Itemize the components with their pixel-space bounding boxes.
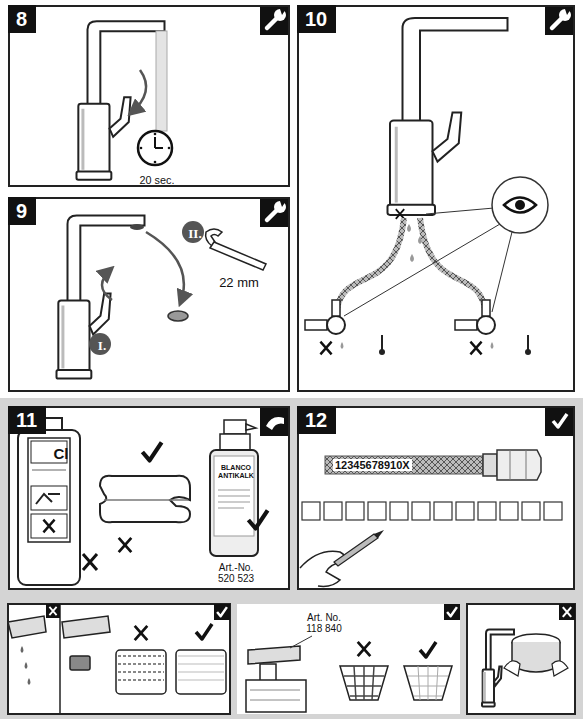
duration-label: 20 sec. (140, 175, 175, 187)
sequence-number: II. (188, 227, 201, 241)
step-panel: Art. No. 118 840 (237, 604, 460, 714)
chemical-symbol: Cl (54, 446, 69, 463)
dimension-label: 22 mm (219, 276, 259, 290)
step-panel: 9II. 22 mm I. (8, 197, 290, 392)
step-number: 9 (8, 197, 36, 225)
step-number: 8 (8, 5, 36, 33)
step-number: 10 (297, 5, 336, 33)
serial-number: 12345678910X (333, 459, 412, 471)
article-number: Art.-No. 520 523 (211, 562, 261, 584)
step-panel: 12 12345678910X (297, 406, 575, 590)
step-panel: 11ClBLANCO ANTIKALK Art.-No. 520 523 (8, 406, 290, 590)
step-number: 12 (297, 406, 336, 434)
sequence-number: I. (98, 339, 106, 353)
product-label: BLANCO ANTIKALK (216, 464, 256, 479)
step-number: 11 (8, 406, 46, 434)
article-number: Art. No. 118 840 (299, 612, 349, 634)
step-panel: 10 (297, 5, 575, 392)
step-panel: 8 20 sec. (8, 5, 290, 187)
